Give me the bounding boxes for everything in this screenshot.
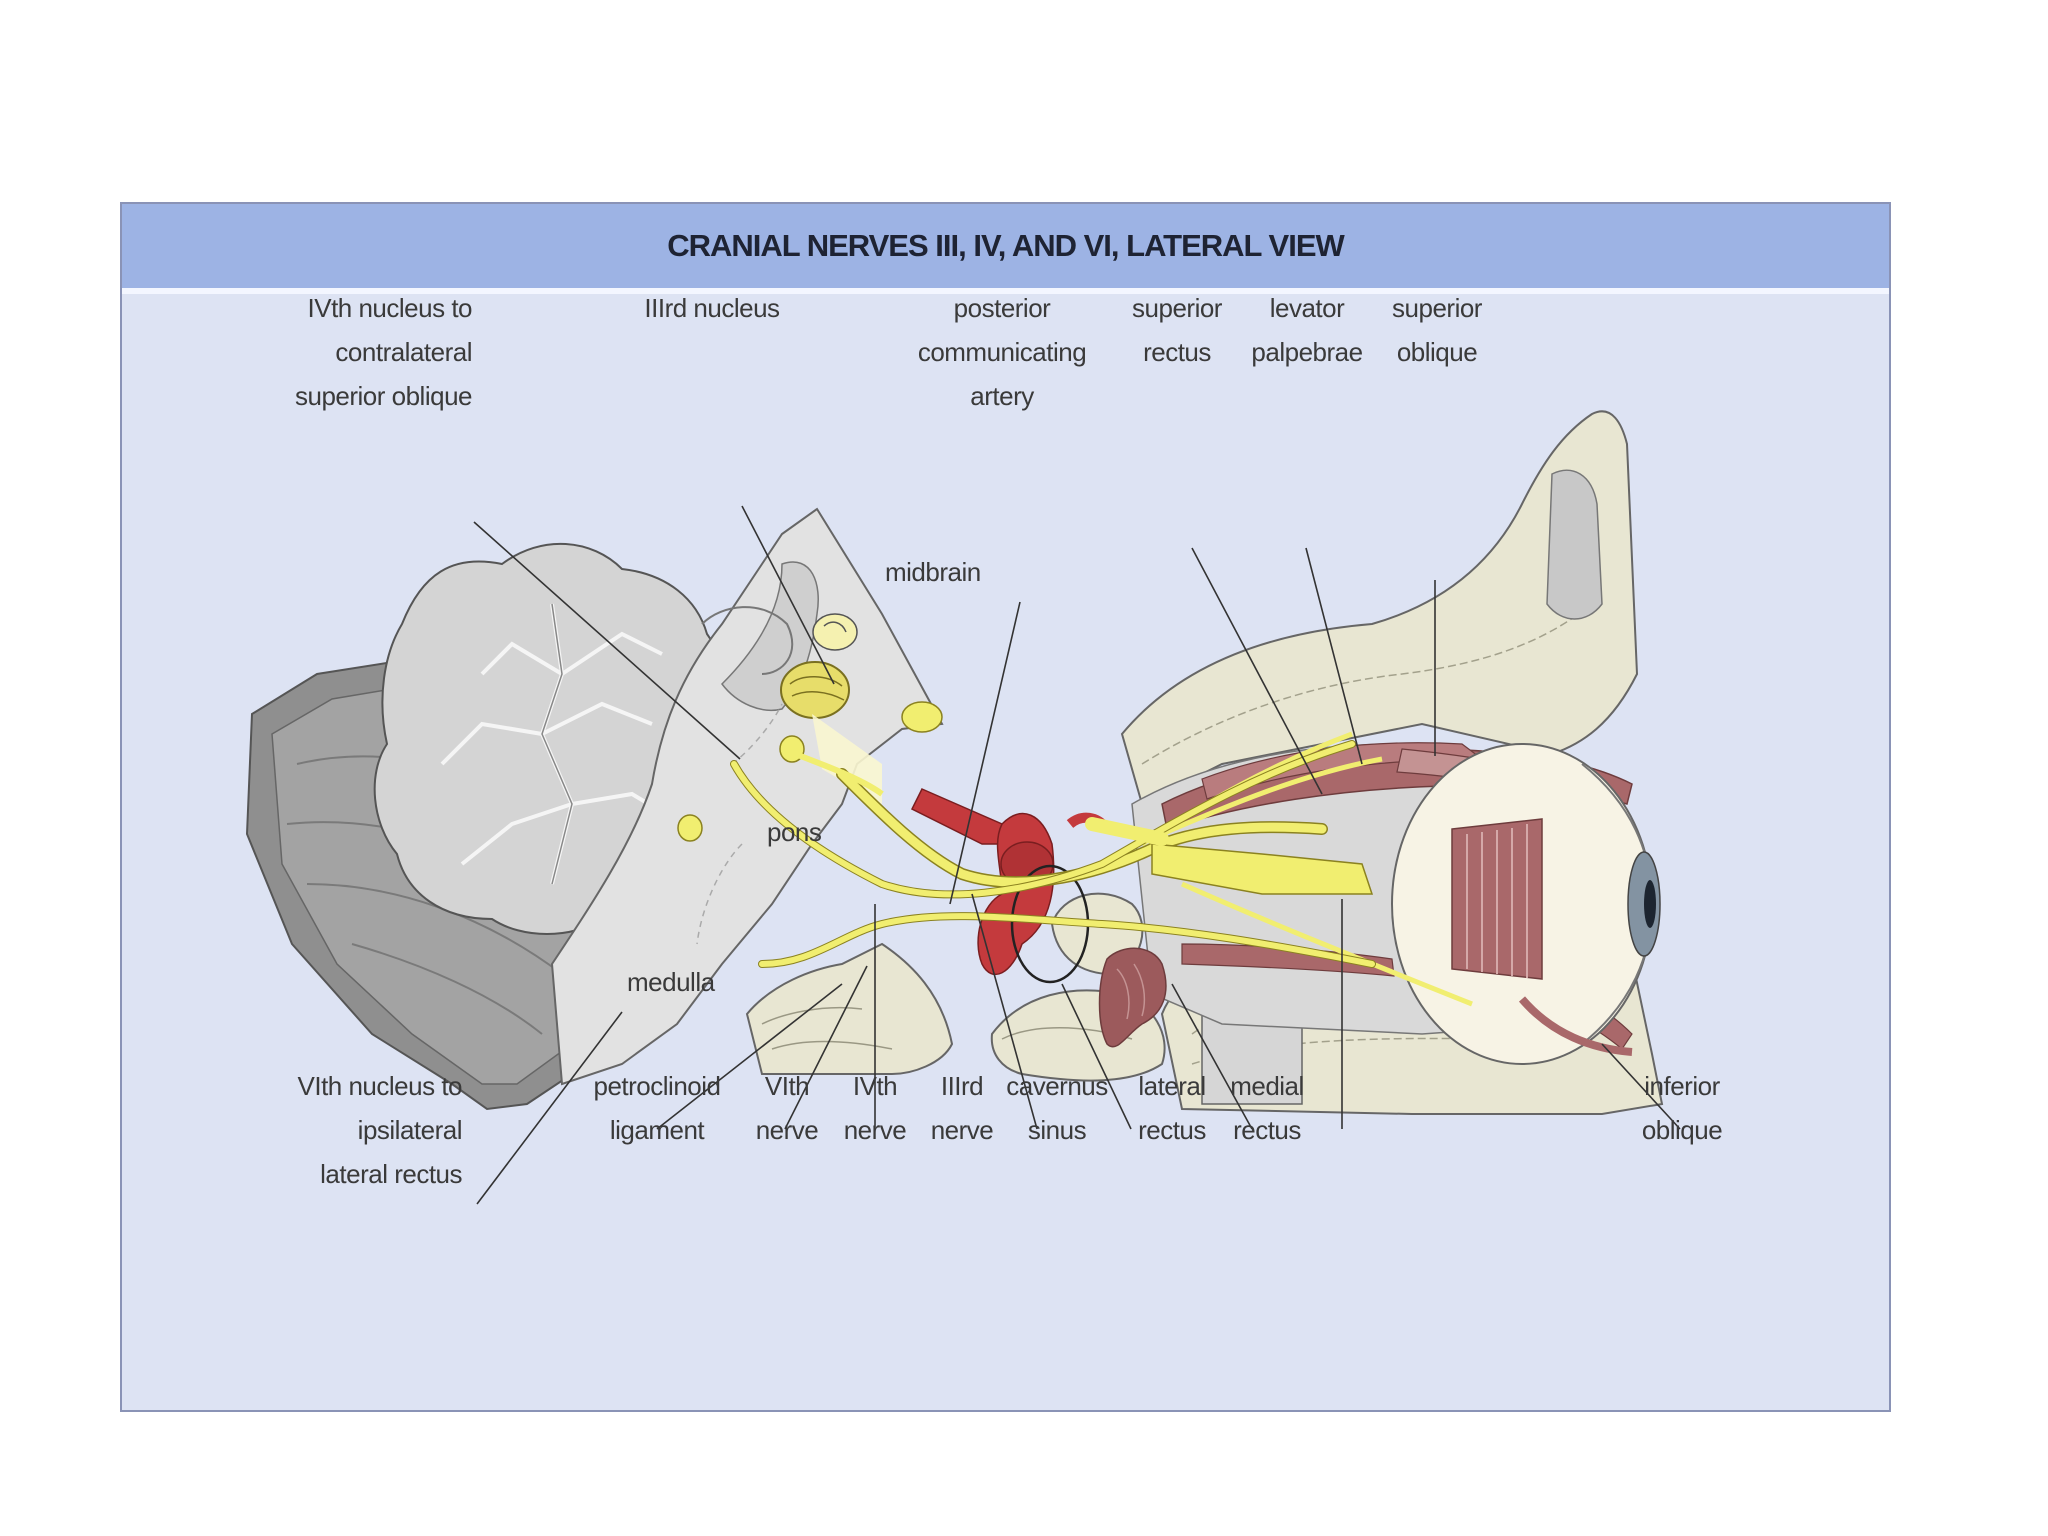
label-medial-rectus: medial rectus [1217,1064,1317,1152]
label-ivth-nerve: IVth nerve [835,1064,915,1152]
label-cavernus-sinus: cavernus sinus [1002,1064,1112,1152]
label-line: petroclinoid [593,1071,721,1101]
label-line: IVth nucleus to [307,293,473,323]
label-midbrain: midbrain [885,557,981,587]
nerves [730,731,1473,1007]
label-line: communicating [917,337,1087,367]
label-levator-palpebrae: levator palpebrae [1242,286,1372,374]
label-superior-oblique: superior oblique [1372,286,1502,374]
label-line: superior [1132,293,1222,323]
label-line: lateral [1138,1071,1206,1101]
label-line: sinus [1027,1115,1087,1145]
label-vith-nerve: VIth nerve [747,1064,827,1152]
leader-lines [473,505,1681,1205]
label-pons: pons [767,817,822,847]
label-superior-rectus: superior rectus [1112,286,1242,374]
label-line: nerve [755,1115,819,1145]
diagram-title: CRANIAL NERVES III, IV, AND VI, LATERAL … [667,228,1345,263]
label-lateral-rectus: lateral rectus [1122,1064,1222,1152]
eyeball [1391,743,1661,1065]
label-line: nerve [930,1115,994,1145]
label-line: inferior [1644,1071,1720,1101]
label-iiird-nerve: IIIrd nerve [922,1064,1002,1152]
label-line: artery [970,381,1034,411]
label-line: palpebrae [1251,337,1363,367]
label-medulla: medulla [627,967,715,997]
label-ivth-nucleus: IVth nucleus to contralateral superior o… [232,286,473,418]
diagram-figure: CRANIAL NERVES III, IV, AND VI, LATERAL … [120,202,1891,1412]
label-line: IIIrd nucleus [644,293,780,323]
label-posterior-communicating-artery: posterior communicating artery [912,286,1092,418]
label-line: medial [1230,1071,1304,1101]
label-iiird-nucleus: IIIrd nucleus [627,286,797,330]
label-petroclinoid-ligament: petroclinoid ligament [582,1064,732,1152]
label-inferior-oblique: inferior oblique [1622,1064,1742,1152]
label-line: cavernus [1006,1071,1108,1101]
label-line: superior oblique [294,381,473,411]
label-vith-nucleus: VIth nucleus to ipsilateral lateral rect… [242,1064,463,1196]
label-line: rectus [1138,1115,1206,1145]
label-line: rectus [1233,1115,1301,1145]
label-line: posterior [953,293,1051,323]
label-line: levator [1269,293,1345,323]
label-line: VIth nucleus to [297,1071,463,1101]
label-line: VIth [764,1071,810,1101]
label-line: IVth [852,1071,898,1101]
title-bar: CRANIAL NERVES III, IV, AND VI, LATERAL … [122,204,1889,294]
label-line: superior [1392,293,1482,323]
label-line: IIIrd [940,1071,984,1101]
label-line: contralateral [335,337,472,367]
label-line: oblique [1641,1115,1723,1145]
label-line: ipsilateral [357,1115,463,1145]
label-line: lateral rectus [320,1159,462,1189]
label-line: nerve [843,1115,907,1145]
arteries [910,788,1167,1048]
label-line: ligament [609,1115,705,1145]
label-line: oblique [1396,337,1478,367]
label-line: rectus [1143,337,1211,367]
anatomy-illustration [245,410,1681,1205]
